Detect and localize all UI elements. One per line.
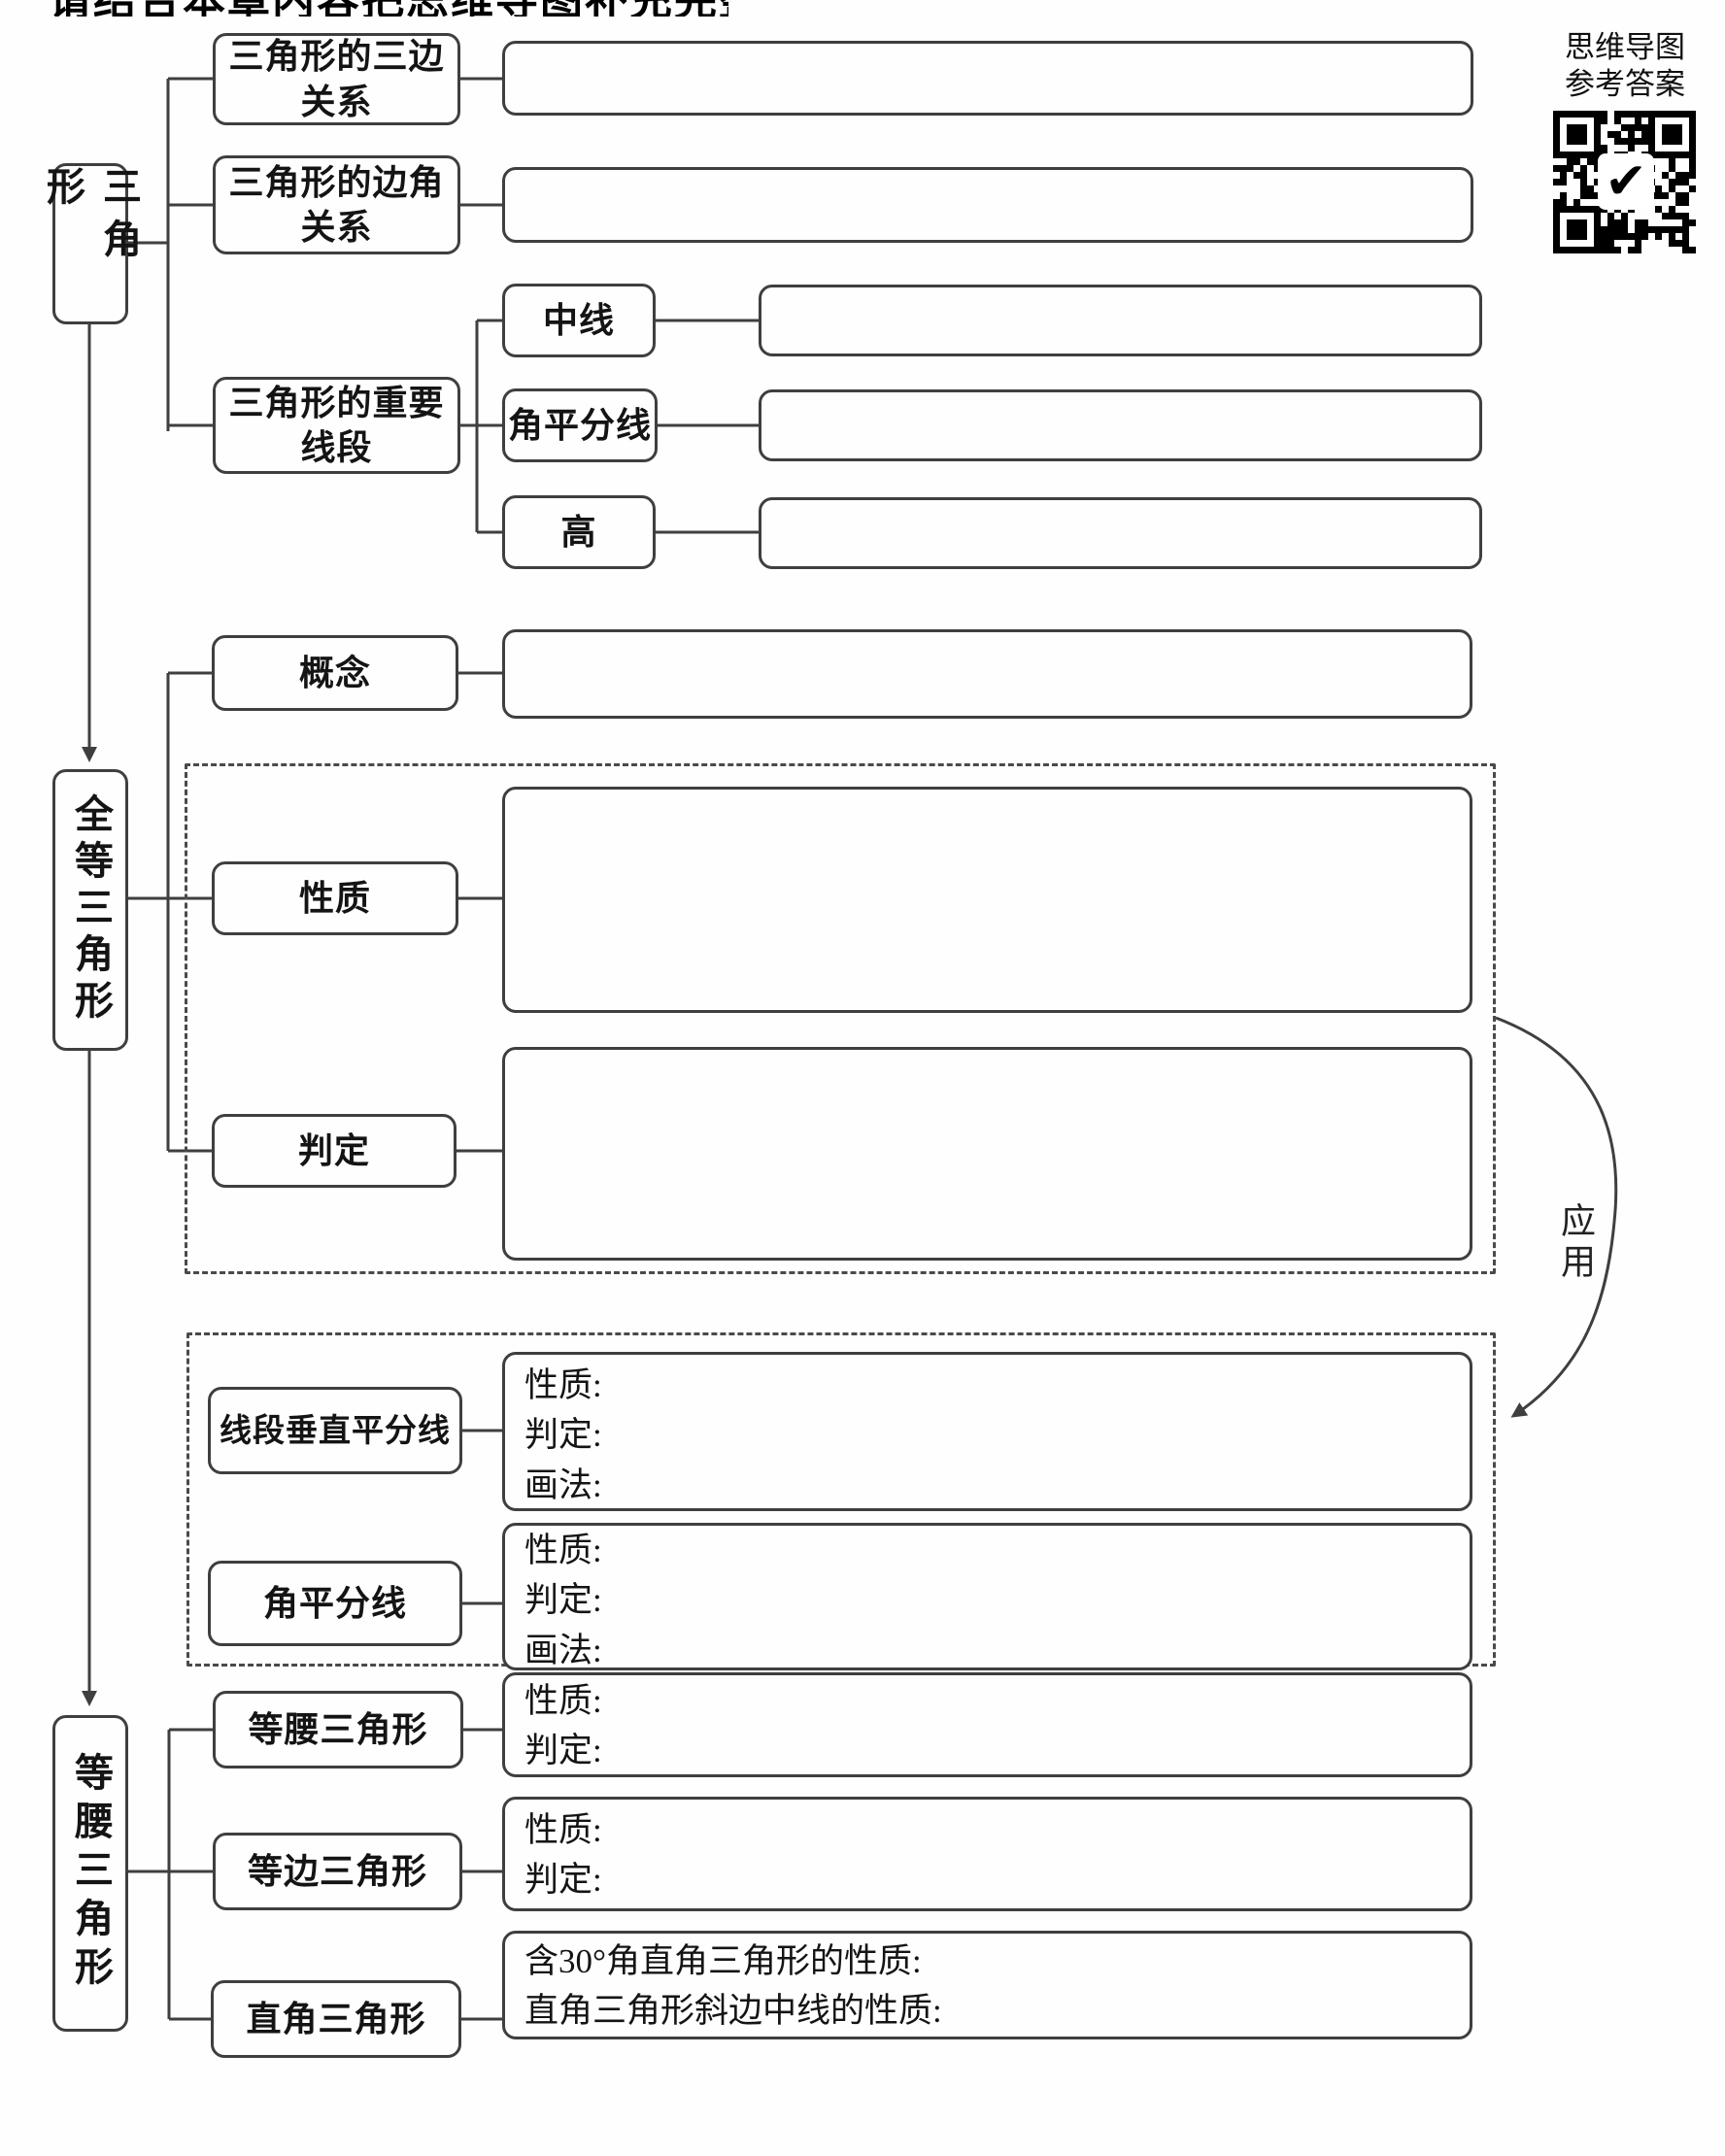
label-right-triangle-median: 直角三角形斜边中线的性质: <box>524 1992 942 2030</box>
node-congruent-root: 全等三角形 <box>52 769 128 1051</box>
node-three-sides-relation: 三角形的三边 关系 <box>213 33 460 125</box>
answer-box-isosceles: 性质: 判定: <box>502 1672 1472 1777</box>
node-isosceles-root-label: 等腰三角形 <box>69 1752 112 1995</box>
label-judgment: 判定: <box>524 1732 602 1769</box>
label-property: 性质: <box>524 1366 602 1405</box>
node-isosceles-triangle: 等腰三角形 <box>213 1691 463 1769</box>
qr-caption-line1: 思维导图 <box>1565 30 1685 64</box>
answer-box-congruent-properties <box>502 787 1472 1013</box>
node-congruent-root-label: 全等三角形 <box>69 793 112 1027</box>
node-congruent-judgment: 判定 <box>212 1114 457 1188</box>
label-judgment: 判定: <box>524 1861 602 1899</box>
node-triangle-root: 三角形 <box>41 163 140 324</box>
node-isosceles-root: 等腰三角形 <box>52 1715 128 2032</box>
answer-box-perpendicular-bisector: 性质: 判定: 画法: <box>502 1352 1472 1511</box>
label-judgment: 判定: <box>524 1581 602 1620</box>
answer-box-side-angle <box>502 167 1473 243</box>
answer-box-right-triangle: 含30°角直角三角形的性质: 直角三角形斜边中线的性质: <box>502 1931 1472 2039</box>
answer-box-altitude <box>759 497 1482 569</box>
label-property: 性质: <box>524 1810 602 1849</box>
answer-box-median <box>759 285 1482 356</box>
node-triangle-root-label: 三角形 <box>41 166 140 271</box>
node-right-triangle: 直角三角形 <box>211 1980 461 2058</box>
node-angle-bisector-segment: 角平分线 <box>502 388 658 462</box>
answer-box-concept <box>502 629 1472 719</box>
answer-box-three-sides <box>502 41 1473 116</box>
node-perpendicular-bisector: 线段垂直平分线 <box>208 1387 462 1474</box>
node-median: 中线 <box>502 284 656 357</box>
answer-box-equilateral: 性质: 判定: <box>502 1797 1472 1911</box>
apply-arrow-label: 应用 <box>1556 1202 1595 1284</box>
node-side-angle-relation: 三角形的边角 关系 <box>213 155 460 254</box>
dashed-group-congruent-properties <box>185 763 1496 1274</box>
label-property: 性质: <box>524 1681 602 1720</box>
node-concept: 概念 <box>212 635 458 711</box>
label-right-triangle-30: 含30°角直角三角形的性质: <box>524 1941 922 1980</box>
label-drawing: 画法: <box>524 1465 602 1504</box>
answer-box-congruent-judgment <box>502 1047 1472 1261</box>
answer-box-angle-bisector-segment <box>759 389 1482 461</box>
qr-check-icon: ✔ <box>1598 152 1654 210</box>
qr-code-image <box>1553 110 1696 253</box>
node-altitude: 高 <box>502 495 656 569</box>
label-judgment: 判定: <box>524 1416 602 1455</box>
answer-box-angle-bisector: 性质: 判定: 画法: <box>502 1523 1472 1670</box>
label-drawing: 画法: <box>524 1631 602 1669</box>
node-congruent-properties: 性质 <box>212 861 458 935</box>
label-property: 性质: <box>524 1532 602 1570</box>
qr-code: ✔ <box>1553 110 1697 254</box>
node-equilateral-triangle: 等边三角形 <box>213 1833 462 1910</box>
node-angle-bisector: 角平分线 <box>208 1561 462 1646</box>
qr-caption-line2: 参考答案 <box>1565 66 1685 101</box>
node-important-segments: 三角形的重要 线段 <box>213 377 460 474</box>
qr-answer-panel: 思维导图 参考答案 ✔ <box>1539 29 1710 254</box>
page-title-partial: 请结合本章内容把思维导图补充完整 <box>49 0 728 17</box>
